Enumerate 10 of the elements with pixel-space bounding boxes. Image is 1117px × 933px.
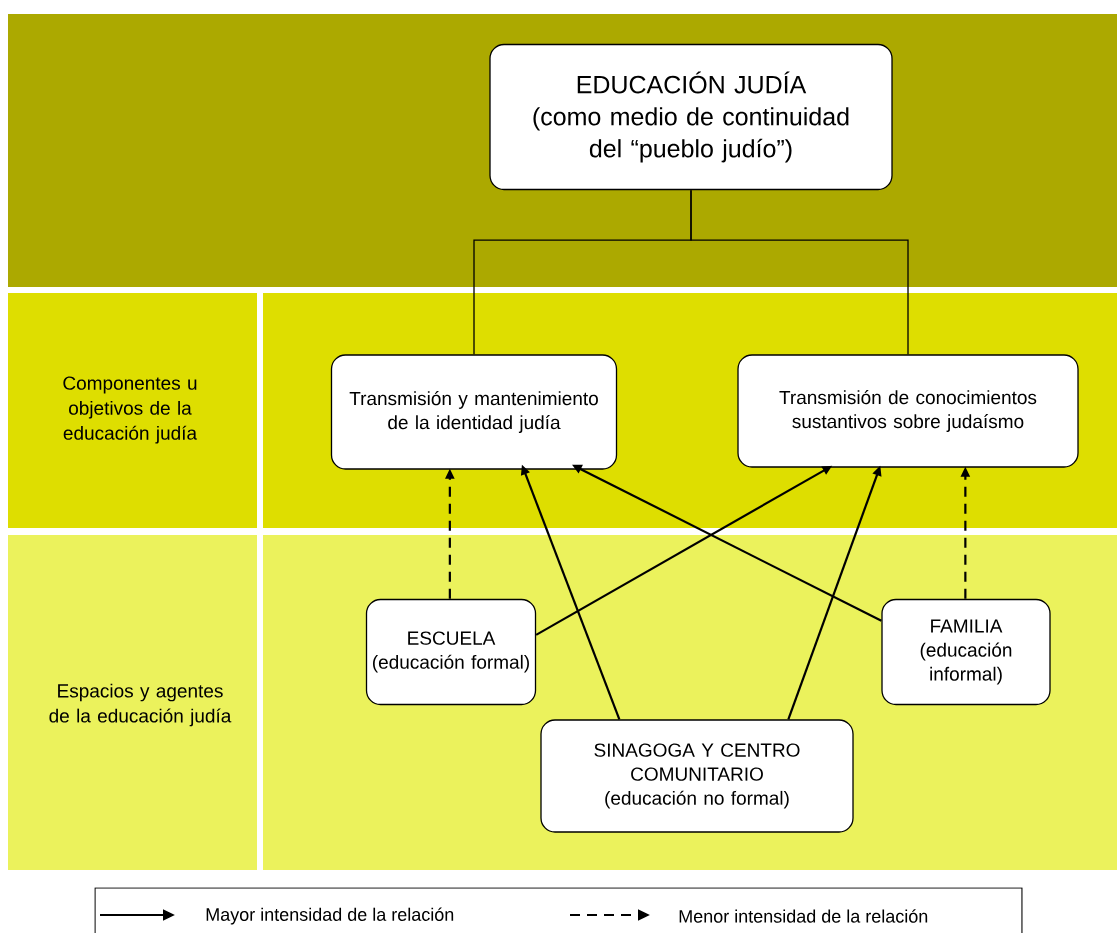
legend-text: Mayor intensidad de la relación <box>206 907 454 925</box>
process-box: SINAGOGA Y CENTRO COMUNITARIO (educación no formal) <box>540 719 854 833</box>
process-box: Transmisión de conocimientos sustantivos sobre judaísmo <box>737 354 1079 468</box>
process-box: Transmisión y mantenimiento de la identidad judía <box>330 354 618 470</box>
process-box: ESCUELA (educación formal) <box>365 598 537 706</box>
row-label: Componentes u objetivos de la educación judía <box>63 376 198 444</box>
legend-text: Menor intensidad de la relación <box>679 909 928 923</box>
row-label: Espacios y agentes de la educación judía <box>49 683 232 727</box>
process-box: FAMILIA (educación informal) <box>881 598 1051 706</box>
title-box: EDUCACIÓN JUDÍA (como medio de continuidad del “pueblo judío”) <box>489 43 893 191</box>
